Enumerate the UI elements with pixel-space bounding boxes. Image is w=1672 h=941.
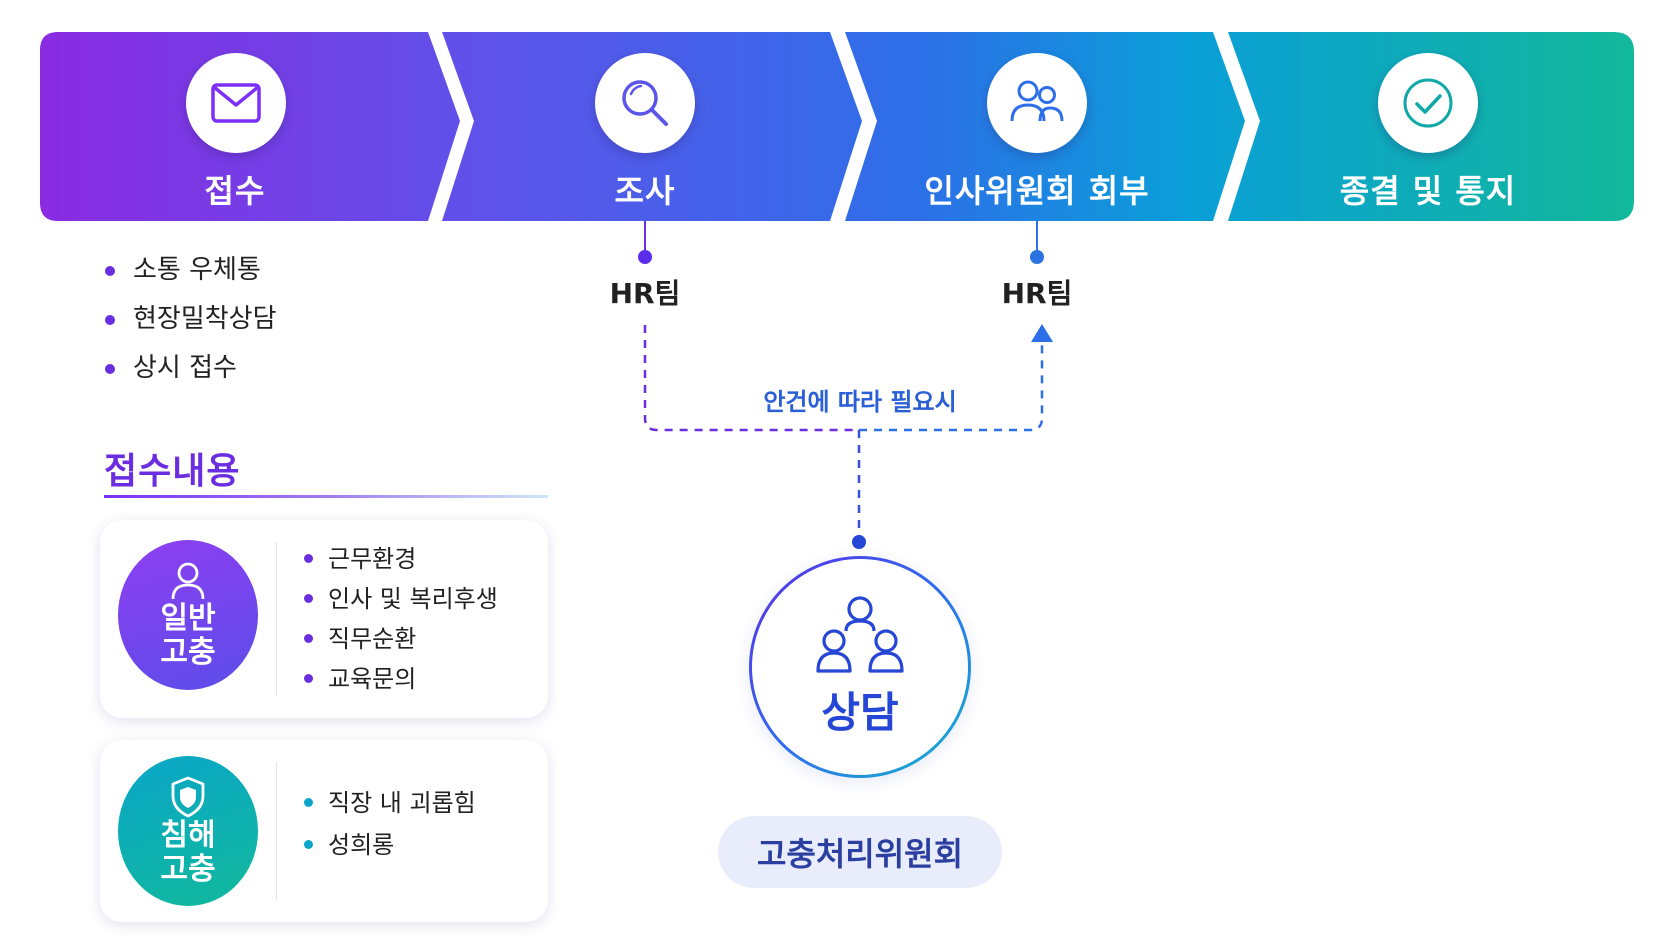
step-3-icon [987, 53, 1087, 153]
card-divider [276, 542, 277, 696]
card-badge-general: 일반 고충 [118, 540, 258, 690]
hr-team-label-2: HR팀 [1001, 277, 1073, 310]
badge-text-line1: 침해 [160, 818, 216, 853]
connector-dot [638, 250, 652, 264]
card-badge-infringement: 침해 고충 [118, 756, 258, 906]
list-item: 현장밀착상담 [103, 304, 277, 353]
complaint-card-general: 일반 고충 근무환경 인사 및 복리후생 직무순환 교육문의 [100, 520, 548, 718]
person-icon [171, 562, 205, 600]
badge-text-line1: 일반 [160, 601, 216, 636]
list-item: 성희롱 [302, 830, 476, 872]
mail-icon [211, 83, 261, 123]
badge-text-line2: 고충 [160, 635, 216, 670]
step-2-icon [595, 53, 695, 153]
step-4-icon [1378, 53, 1478, 153]
step-1-label: 접수 [204, 172, 266, 210]
connector-dot [852, 535, 866, 549]
consult-node: 상담 [749, 556, 971, 778]
group-icon [816, 595, 904, 673]
committee-label: 고충처리위원회 [718, 816, 1002, 888]
connector-dot [1030, 250, 1044, 264]
list-item: 직무순환 [302, 624, 498, 664]
dashed-path-hr2 [859, 340, 1044, 432]
arrow-head [1031, 324, 1053, 342]
card-divider [276, 762, 277, 900]
list-item: 직장 내 괴롭힘 [302, 788, 476, 830]
search-icon [622, 80, 668, 126]
shield-icon [171, 776, 205, 818]
list-item: 인사 및 복리후생 [302, 584, 498, 624]
dashed-path-hr1 [643, 325, 859, 432]
badge-text-line2: 고충 [160, 852, 216, 887]
section-underline [104, 495, 548, 498]
intake-channel-list: 소통 우체통 현장밀착상담 상시 접수 [103, 255, 277, 402]
list-item: 근무환경 [302, 544, 498, 584]
card-item-list: 근무환경 인사 및 복리후생 직무순환 교육문의 [302, 544, 498, 704]
list-item: 교육문의 [302, 664, 498, 704]
step-1-icon [186, 53, 286, 153]
section-title: 접수내용 [104, 451, 241, 492]
list-item: 소통 우체통 [103, 255, 277, 304]
step-2-label: 조사 [614, 172, 676, 210]
step-3-label: 인사위원회 회부 [924, 172, 1150, 210]
hr-team-label-1: HR팀 [609, 277, 681, 310]
check-circle-icon [1403, 78, 1453, 128]
consult-label: 상담 [821, 687, 899, 737]
step-4-label: 종결 및 통지 [1339, 172, 1517, 210]
complaint-card-infringement: 침해 고충 직장 내 괴롭힘 성희롱 [100, 740, 548, 922]
card-item-list: 직장 내 괴롭힘 성희롱 [302, 788, 476, 872]
people-icon [1010, 80, 1064, 122]
list-item: 상시 접수 [103, 353, 277, 402]
condition-label: 안건에 따라 필요시 [763, 388, 957, 416]
